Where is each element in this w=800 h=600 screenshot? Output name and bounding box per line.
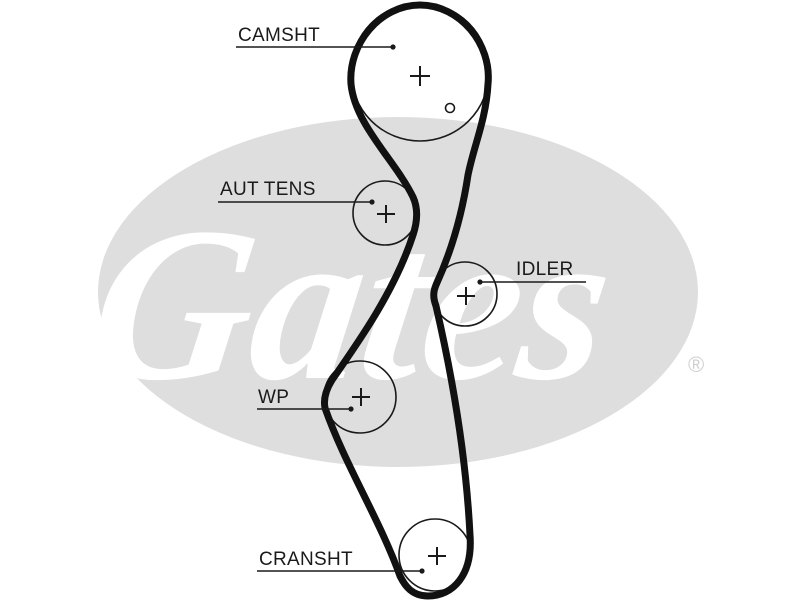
- water-pump-leader: [257, 406, 354, 412]
- watermark-ellipse: [98, 117, 698, 467]
- camshaft-center-cross-icon: [410, 66, 430, 86]
- timing-belt: [321, 1, 492, 600]
- watermark-registered-mark: ®: [688, 352, 704, 377]
- camshaft-leader: [236, 44, 396, 50]
- leader-lines: [218, 44, 586, 574]
- gates-watermark: Gates ®: [79, 117, 704, 467]
- camshaft-label: CAMSHT: [238, 25, 320, 46]
- tensioner-leader: [218, 199, 375, 205]
- crankshaft-label: CRANSHT: [259, 549, 353, 570]
- idler-label: IDLER: [516, 259, 573, 280]
- center-crosses: [352, 66, 475, 565]
- camshaft-small-hole: [444, 102, 456, 114]
- water-pump-label: WP: [258, 387, 289, 408]
- water-pump-center-cross-icon: [352, 388, 370, 406]
- tensioner-center-cross-icon: [377, 205, 395, 223]
- idler-center-cross-icon: [457, 287, 475, 305]
- idler-leader: [477, 279, 586, 285]
- tensioner-label: AUT TENS: [220, 179, 316, 200]
- crankshaft-center-cross-icon: [428, 547, 446, 565]
- watermark-brand-text: Gates: [79, 182, 627, 426]
- crankshaft-leader: [257, 568, 425, 574]
- component-labels: CAMSHT AUT TENS IDLER WP CRANSHT: [220, 25, 573, 570]
